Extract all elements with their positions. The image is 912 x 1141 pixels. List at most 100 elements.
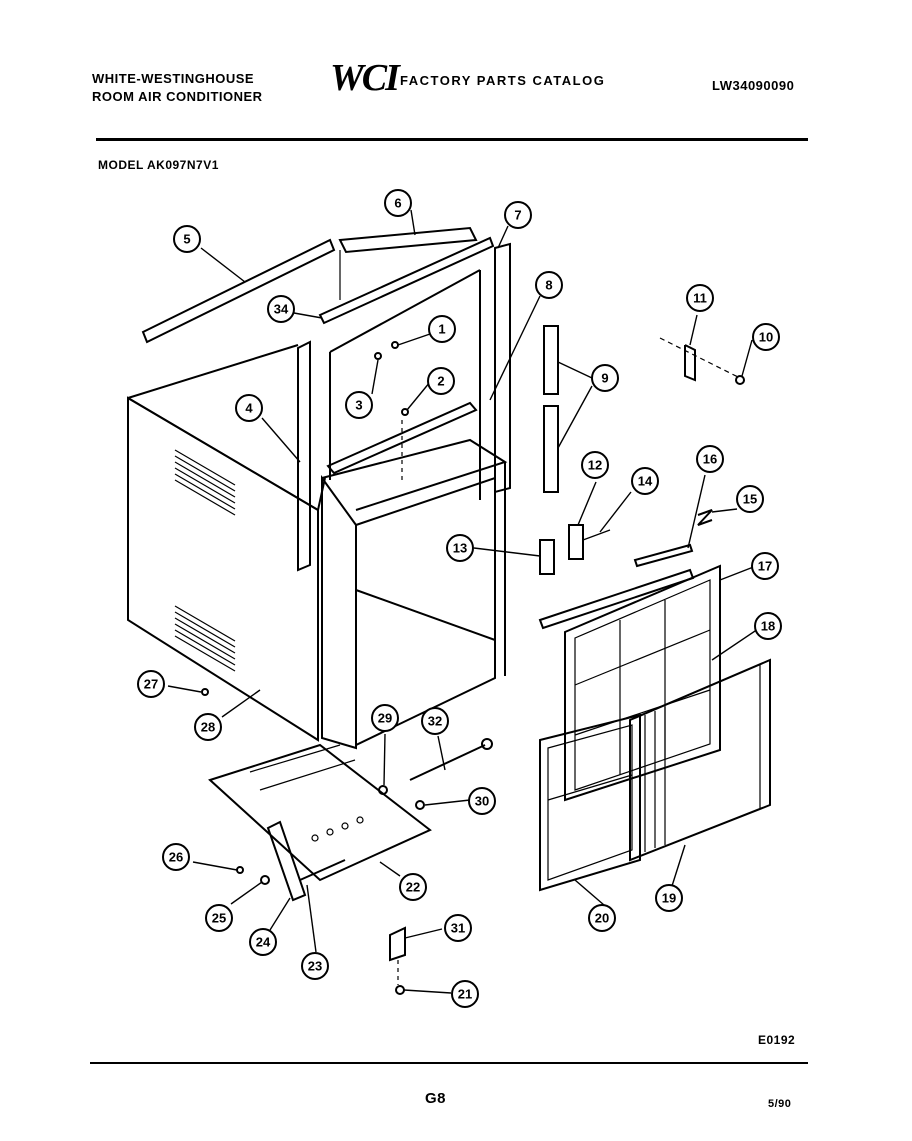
callout-13: 13 [446,534,474,562]
screw-10 [735,375,745,385]
rail-bar [538,568,695,630]
callout-label-11: 11 [693,291,707,306]
support-leg-23 [266,820,307,902]
catalog-number: LW34090090 [712,78,795,93]
front-panel-20 [539,713,641,892]
diagram-code: E0192 [758,1033,796,1047]
page-number: G8 [425,1090,447,1107]
filter-19 [629,658,771,862]
screw-2 [401,408,409,416]
callout-5: 5 [173,225,201,253]
callout-label-21: 21 [458,987,472,1002]
callout-22: 22 [399,873,427,901]
callout-7: 7 [504,201,532,229]
footer-rule [90,1062,808,1064]
screw-21 [395,985,405,995]
callout-label-24: 24 [256,935,271,950]
callout-16: 16 [696,445,724,473]
callout-label-8: 8 [545,278,552,293]
callout-label-26: 26 [169,850,183,865]
gasket-strip-5 [141,238,336,344]
seal-block-9a [543,325,559,395]
catalog-title: FACTORY PARTS CATALOG [400,73,606,88]
callout-2: 2 [427,367,455,395]
screw-30 [415,800,425,810]
callout-25: 25 [205,904,233,932]
callout-label-12: 12 [588,458,602,473]
top-rail-34 [318,236,495,325]
callout-18: 18 [754,612,782,640]
callout-14: 14 [631,467,659,495]
callout-12: 12 [581,451,609,479]
callout-label-13: 13 [453,541,467,556]
strip-16 [633,543,694,568]
callout-label-22: 22 [406,880,420,895]
callout-label-3: 3 [355,398,362,413]
callout-6: 6 [384,189,412,217]
rod-32 [409,744,486,781]
brand-line-2: ROOM AIR CONDITIONER [92,89,263,104]
callout-label-27: 27 [144,677,158,692]
screw-1 [391,341,399,349]
callout-label-19: 19 [662,891,676,906]
bracket-12 [568,524,584,560]
callout-label-9: 9 [601,371,608,386]
callout-26: 26 [162,843,190,871]
callout-label-28: 28 [201,720,215,735]
callout-30: 30 [468,787,496,815]
callout-label-18: 18 [761,619,775,634]
header-rule [96,138,808,141]
seal-block-9b [543,405,559,493]
callout-31: 31 [444,914,472,942]
callout-label-1: 1 [438,322,445,337]
callout-15: 15 [736,485,764,513]
screw-25 [260,875,270,885]
top-bracket-6 [338,226,478,254]
callout-32: 32 [421,707,449,735]
callout-28: 28 [194,713,222,741]
bracket-13 [539,539,555,575]
callout-label-15: 15 [743,492,757,507]
screw-29 [378,785,388,795]
callout-label-23: 23 [308,959,322,974]
callout-8: 8 [535,271,563,299]
callout-label-6: 6 [394,196,401,211]
callout-label-25: 25 [212,911,226,926]
clip-15 [697,509,713,526]
callout-label-4: 4 [245,401,253,416]
screw-27 [201,688,209,696]
callout-19: 19 [655,884,683,912]
front-frame [321,438,508,750]
callout-11: 11 [686,284,714,312]
callout-29: 29 [371,704,399,732]
callout-label-7: 7 [514,208,521,223]
callout-9: 9 [591,364,619,392]
brand-header: WHITE-WESTINGHOUSE ROOM AIR CONDITIONER [92,70,263,106]
callout-17: 17 [751,552,779,580]
bracket-31 [389,926,406,962]
side-frame-7 [494,242,511,494]
callout-label-16: 16 [703,452,717,467]
leader-lines [167,209,762,994]
brand-line-1: WHITE-WESTINGHOUSE [92,71,255,86]
callout-24: 24 [249,928,277,956]
cabinet-shell [127,344,326,742]
callout-label-10: 10 [759,330,773,345]
date-code: 5/90 [768,1098,792,1110]
front-grille-17 [564,564,721,802]
callout-1: 1 [428,315,456,343]
bracket-11 [684,344,696,382]
callout-label-17: 17 [758,559,772,574]
callout-label-5: 5 [183,232,190,247]
callout-34: 34 [267,295,295,323]
callout-23: 23 [301,952,329,980]
callout-label-30: 30 [475,794,489,809]
base-plate-22 [208,743,432,882]
callout-label-29: 29 [378,711,392,726]
callout-3: 3 [345,391,373,419]
callout-label-34: 34 [274,302,289,317]
wci-logo: WCI [330,57,400,99]
callout-4: 4 [235,394,263,422]
